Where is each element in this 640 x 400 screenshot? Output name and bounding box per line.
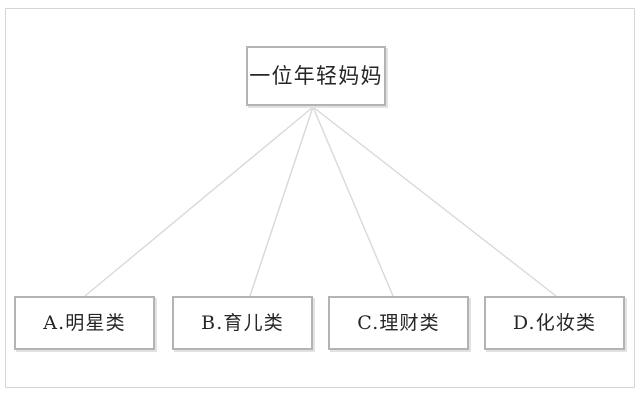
root-node-label: 一位年轻妈妈 [249,63,383,88]
child-node-c-label: C.理财类 [357,311,440,334]
child-node-d-label: D.化妆类 [512,311,597,334]
child-node-c: C.理财类 [328,296,469,350]
child-node-d: D.化妆类 [484,296,625,350]
child-node-b: B.育儿类 [172,296,313,350]
child-node-a: A.明星类 [14,296,155,350]
child-node-a-label: A.明星类 [43,311,126,334]
child-node-b-label: B.育儿类 [201,311,284,334]
root-node: 一位年轻妈妈 [246,46,386,106]
